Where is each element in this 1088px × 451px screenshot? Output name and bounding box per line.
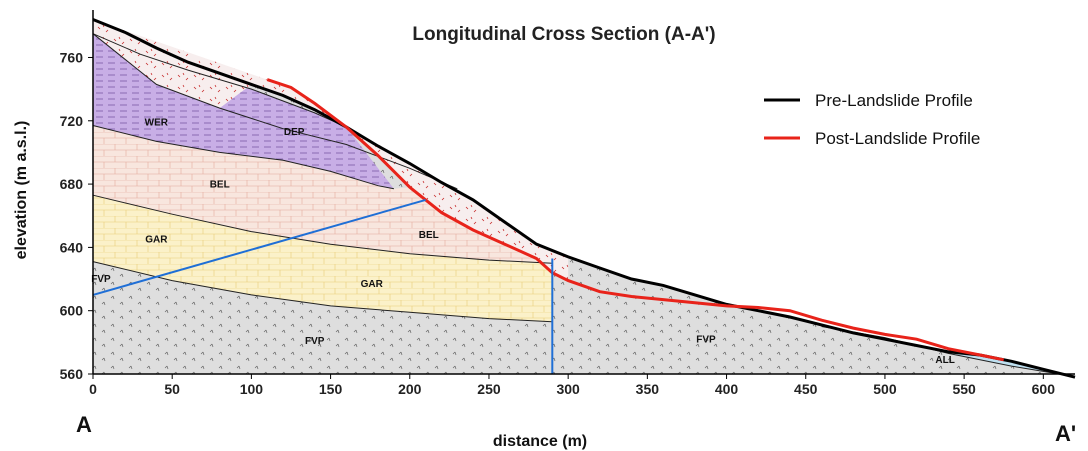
unit-boundary-2 — [92, 125, 394, 190]
y-tick-label-5: 760 — [60, 49, 84, 65]
section-start-label: A — [76, 412, 92, 437]
geologic-units-layer — [93, 19, 1075, 378]
x-tick-label-1: 50 — [164, 381, 180, 397]
unit-bel — [93, 125, 553, 273]
section-end-label: A' — [1055, 421, 1076, 446]
unit-label-gar-5: GAR — [361, 279, 384, 290]
x-tick-label-6: 300 — [556, 381, 580, 397]
x-tick-label-11: 550 — [952, 381, 976, 397]
unit-labels-layer: WER DEP BEL BEL GAR GAR FVP FVP FVP ALL — [91, 118, 955, 366]
unit-label-gar-4: GAR — [145, 235, 168, 246]
y-axis-label: elevation (m a.s.l.) — [13, 121, 30, 260]
y-tick-label-4: 720 — [60, 113, 84, 129]
unit-label-fvp-6: FVP — [91, 274, 111, 285]
legend: Pre-Landslide Profile Post-Landslide Pro… — [764, 91, 980, 148]
x-tick-label-5: 250 — [477, 381, 501, 397]
x-tick-label-4: 200 — [398, 381, 422, 397]
y-tick-label-0: 560 — [60, 366, 84, 382]
unit-label-bel-2: BEL — [210, 179, 230, 190]
x-tick-label-0: 0 — [89, 381, 97, 397]
x-tick-label-12: 600 — [1032, 381, 1056, 397]
legend-label-post: Post-Landslide Profile — [815, 129, 980, 148]
unit-label-fvp-8: FVP — [696, 334, 716, 345]
legend-label-pre: Pre-Landslide Profile — [815, 91, 973, 110]
unit-label-wer-0: WER — [145, 118, 169, 129]
unit-boundary-3 — [92, 194, 553, 264]
chart-title: Longitudinal Cross Section (A-A') — [412, 24, 715, 45]
unit-boundary-1 — [92, 33, 458, 190]
x-tick-label-7: 350 — [636, 381, 660, 397]
x-tick-label-2: 100 — [240, 381, 264, 397]
unit-dep-upper — [93, 19, 252, 109]
section-trace-line-0 — [92, 198, 426, 296]
x-tick-label-3: 150 — [319, 381, 343, 397]
post-landslide-profile-line — [266, 78, 1004, 362]
x-tick-label-10: 500 — [873, 381, 897, 397]
y-tick-label-1: 600 — [60, 303, 84, 319]
unit-boundary-4 — [92, 261, 553, 323]
x-axis-label: distance (m) — [493, 433, 587, 450]
unit-label-all-9: ALL — [935, 355, 954, 366]
unit-label-bel-3: BEL — [419, 230, 439, 241]
pre-landslide-profile-line — [92, 18, 1076, 379]
x-tick-label-9: 450 — [794, 381, 818, 397]
y-tick-label-2: 640 — [60, 239, 84, 255]
unit-boundary-0 — [92, 33, 347, 128]
x-tick-label-8: 400 — [715, 381, 739, 397]
axes-layer: 0 50 100 150 200 250 300 350 400 450 500 550 600 560 6… — [60, 10, 1075, 397]
unit-label-dep-1: DEP — [284, 127, 305, 138]
profile-lines-layer — [92, 18, 1076, 379]
y-tick-label-3: 680 — [60, 176, 84, 192]
unit-gar — [93, 195, 553, 322]
unit-label-fvp-7: FVP — [305, 336, 325, 347]
